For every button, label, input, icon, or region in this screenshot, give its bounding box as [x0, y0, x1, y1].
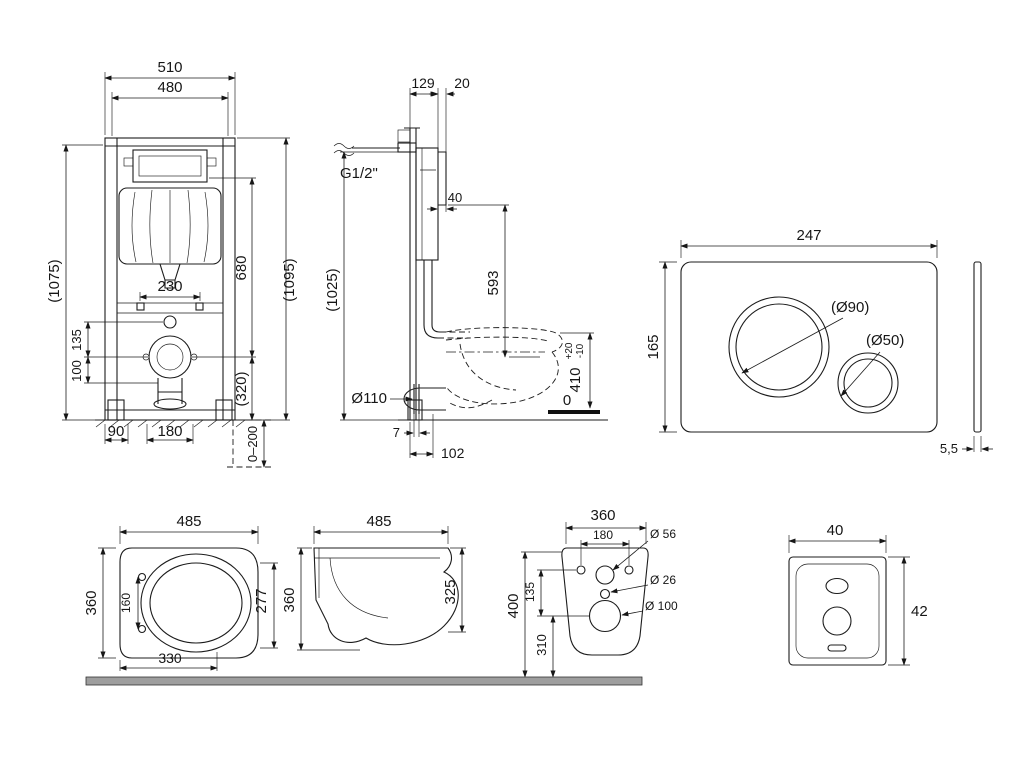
dim-offset-135-rear: 135 [523, 582, 537, 602]
bowl-height-dimensions: 400 135 310 [505, 551, 589, 678]
label-small-button: (Ø50) [866, 332, 904, 349]
sound-mat-view: 40 42 [788, 522, 928, 666]
flush-plate-view: (Ø90) (Ø50) 247 165 5,5 [645, 227, 993, 456]
dim-mat-height: 42 [911, 603, 928, 620]
dim-foot-offset: 90 [108, 423, 125, 440]
dim-bowl-rear-width: 360 [590, 507, 615, 524]
dim-offset-135: 135 [69, 329, 84, 351]
dim-plate-height: 165 [645, 334, 662, 359]
label-hole-drain: Ø 100 [645, 599, 678, 613]
bowl-top-view: 485 360 277 160 330 [83, 513, 278, 671]
label-hole-top: Ø 56 [650, 527, 676, 541]
flush-plate-side-view: 5,5 [940, 261, 993, 456]
bowl-side-view: 485 360 325 [281, 513, 466, 651]
dim-frame-height-right: (1095) [281, 258, 298, 301]
bowl-rear-dimensions: 360 180 Ø 56 Ø 26 Ø 100 [565, 507, 678, 613]
label-drain-diameter: Ø110 [351, 390, 387, 407]
dim-bowl-top-length: 485 [176, 513, 201, 530]
label-floor-level: 0 [563, 392, 571, 409]
dim-height-310: 310 [534, 634, 549, 656]
dim-height-400: 400 [505, 593, 522, 618]
dim-bowl-top-width: 360 [83, 590, 100, 615]
dim-offset-40: 40 [448, 190, 462, 205]
dim-bolt-spacing: 180 [593, 528, 613, 542]
bowl-top-structure [119, 547, 259, 659]
frame-side-dimensions: 129 20 G1/2" 40 593 (1025) Ø110 410 +20 … [324, 75, 594, 461]
dim-offset-100: 100 [69, 360, 84, 382]
dim-bowl-lower-length: 330 [158, 650, 182, 666]
dim-height-593: 593 [485, 270, 502, 295]
label-water-connection: G1/2" [340, 165, 378, 182]
dim-rim-height: 410 [567, 367, 584, 392]
dim-drain-offset: 102 [441, 445, 465, 461]
sound-mat-structure [788, 556, 887, 666]
dim-rim-tol-minus: -10 [575, 343, 586, 358]
dim-adjust-range: 0–200 [245, 426, 260, 462]
dim-hinge-spacing: 160 [119, 593, 133, 613]
dim-frame-height-lower: (320) [233, 371, 250, 406]
label-hole-small: Ø 26 [650, 573, 676, 587]
bowl-rear-view: 360 180 Ø 56 Ø 26 Ø 100 [561, 507, 678, 656]
bowl-side-structure [313, 547, 459, 646]
dim-plate-thickness: 5,5 [940, 441, 958, 456]
frame-side-view: 129 20 G1/2" 40 593 (1025) Ø110 410 +20 … [324, 75, 608, 461]
dim-depth-frame: 129 [411, 75, 435, 91]
dim-pipe-width: 180 [157, 423, 182, 440]
dim-plate-width: 247 [796, 227, 821, 244]
dim-depth-plate: 20 [454, 75, 470, 91]
dim-frame-width-outer: 510 [157, 59, 182, 76]
dim-bowl-side-height: 360 [281, 587, 298, 612]
dim-height-overall: (1025) [324, 268, 341, 311]
bowl-rear-structure [561, 540, 649, 656]
dim-frame-width-inner: 480 [157, 79, 182, 96]
floor-line [85, 676, 643, 686]
flush-plate-structure [680, 261, 938, 433]
bowl-top-dimensions: 485 360 277 160 330 [83, 513, 278, 671]
label-big-button: (Ø90) [831, 299, 869, 316]
dim-bowl-side-length: 485 [366, 513, 391, 530]
dim-bracket-spacing: 230 [157, 278, 182, 295]
frame-front-view: 510 480 (1075) (1095) 680 (320) 230 135 … [46, 59, 298, 468]
dim-offset-7: 7 [393, 425, 400, 440]
frame-front-dimensions: 510 480 (1075) (1095) 680 (320) 230 135 … [46, 59, 298, 468]
dim-frame-height-upper: 680 [233, 255, 250, 280]
dim-bowl-front-height: 325 [442, 579, 459, 604]
flush-plate-dimensions: (Ø90) (Ø50) 247 165 [645, 227, 938, 433]
bowl-side-dimensions: 485 360 325 [281, 513, 466, 651]
dim-mat-width: 40 [827, 522, 844, 539]
dim-frame-height-left: (1075) [46, 259, 63, 302]
dim-bowl-inner-length: 277 [253, 588, 270, 613]
dim-rim-tol-plus: +20 [564, 342, 575, 359]
sound-mat-dimensions: 40 42 [788, 522, 928, 666]
frame-front-structure [95, 137, 271, 468]
